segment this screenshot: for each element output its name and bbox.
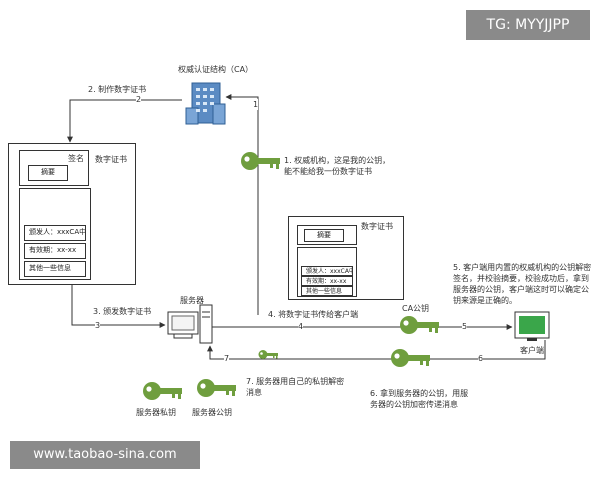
client-computer-icon [514, 311, 550, 341]
step-7-text: 7. 服务器用自己的私钥解密消息 [246, 377, 345, 397]
right-cert-digest-box: 摘要 [297, 225, 357, 245]
left-certificate: 签名 摘要 数字证书 颁发人：xxxCA中心 有效期：xx-xx 其他一些信息 [8, 143, 136, 285]
left-cert-signature-box: 签名 摘要 [19, 150, 89, 186]
right-cert-validity: 有效期：xx-xx [301, 276, 353, 286]
step-6-number: 6 [478, 353, 484, 364]
right-cert-content-box: 颁发人：xxxCA中心 有效期：xx-xx 其他一些信息 [297, 247, 357, 297]
step-2-number: 2 [136, 94, 142, 105]
right-cert-issuer: 颁发人：xxxCA中心 [301, 266, 353, 276]
right-certificate: 数字证书 摘要 颁发人：xxxCA中心 有效期：xx-xx 其他一些信息 [288, 216, 404, 300]
server-label: 服务器 [180, 296, 204, 305]
left-cert-content-box: 颁发人：xxxCA中心 有效期：xx-xx 其他一些信息 [19, 188, 91, 280]
server-public-key-icon [197, 379, 236, 397]
ca-title: 权威认证结构（CA） [178, 65, 254, 74]
step-2-text: 2. 制作数字证书 [88, 85, 147, 94]
server-decrypt-key-icon [258, 350, 278, 359]
arrow-cert-to-server [71, 285, 166, 328]
step-6-text: 6. 拿到服务器的公钥，用服务器的公钥加密传递消息 [370, 389, 469, 409]
server-private-key-icon [143, 382, 182, 400]
client-label: 客户端 [520, 346, 544, 355]
ca-public-key-icon [400, 316, 439, 334]
left-cert-digest: 摘要 [28, 165, 68, 181]
right-cert-title: 数字证书 [361, 222, 393, 231]
step-4-number: 4 [298, 321, 304, 332]
watermark-bottom: www.taobao-sina.com [10, 441, 200, 469]
ca-public-key-label: CA公钥 [402, 304, 430, 313]
step-5-text: 5. 客户端用内置的权威机构的公钥解密签名，并校验摘要，校验成功后，拿到服务器的… [453, 263, 592, 305]
office-building-icon [185, 82, 226, 125]
server-private-key-label: 服务器私钥 [136, 408, 176, 417]
client-server-key-icon [391, 349, 430, 367]
step-7-number: 7 [224, 353, 230, 364]
step-4-text: 4. 将数字证书传给客户端 [268, 310, 359, 319]
left-cert-signature-label: 签名 [68, 154, 84, 163]
public-key-request-icon [241, 152, 280, 170]
left-cert-title: 数字证书 [95, 155, 127, 164]
step-3-text: 3. 颁发数字证书 [93, 307, 152, 316]
server-public-key-label: 服务器公钥 [192, 408, 232, 417]
arrow-ca-to-cert [67, 99, 182, 143]
arrow-client-to-server [207, 340, 546, 360]
step-1-text: 1. 权威机构，这是我的公钥，能不能给我一份数字证书 [284, 156, 391, 176]
left-cert-other: 其他一些信息 [24, 261, 86, 277]
right-cert-digest: 摘要 [304, 229, 344, 242]
left-cert-issuer: 颁发人：xxxCA中心 [24, 225, 86, 241]
right-cert-other: 其他一些信息 [301, 286, 353, 296]
server-computer-icon [167, 304, 213, 344]
step-5-number: 5 [462, 321, 468, 332]
arrow-server-to-ca [225, 94, 259, 315]
step-3-number: 3 [95, 320, 101, 331]
watermark-top: TG: MYYJJPP [466, 10, 590, 40]
left-cert-validity: 有效期：xx-xx [24, 243, 86, 259]
step-1-number: 1 [253, 99, 259, 110]
